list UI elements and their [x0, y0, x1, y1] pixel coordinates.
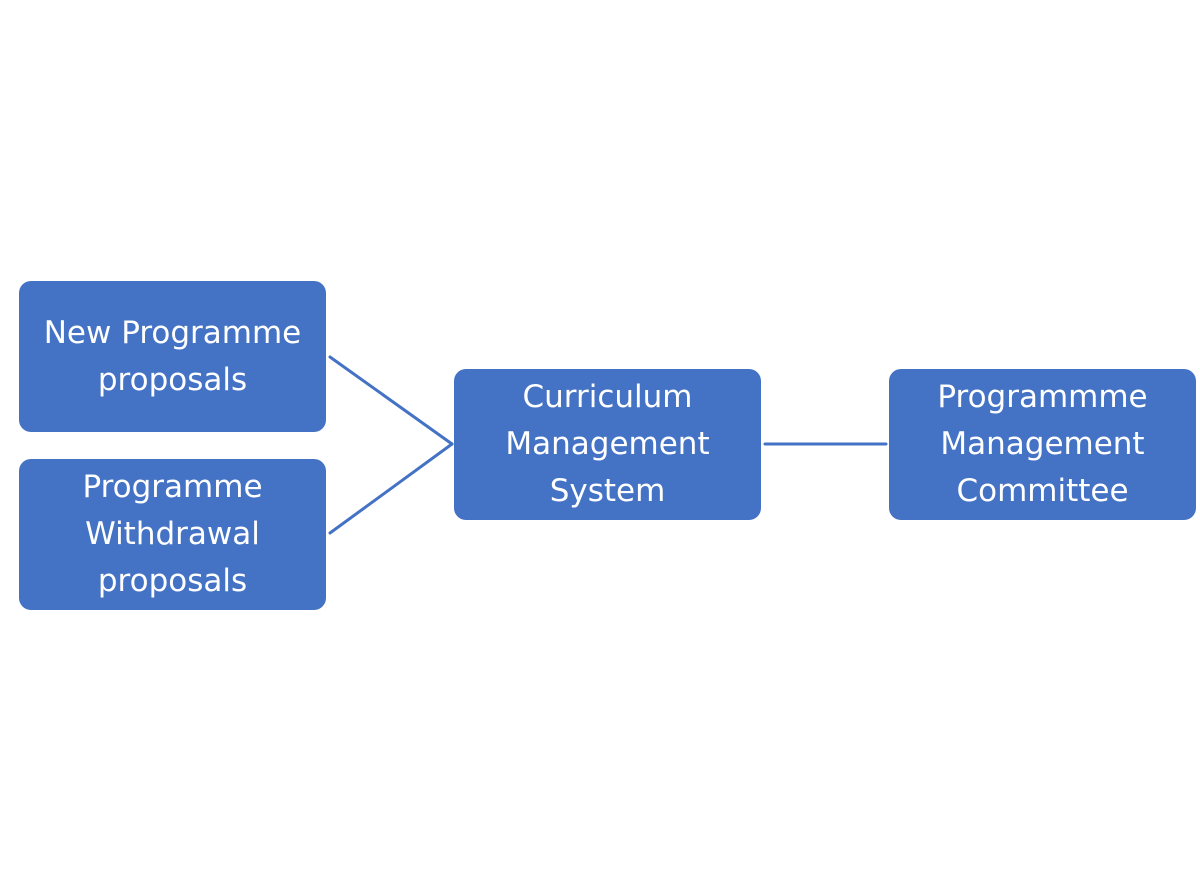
node-label: Curriculum Management System [505, 379, 710, 509]
node-label: New Programme proposals [43, 314, 302, 398]
node-label: Programme Withdrawal proposals [82, 469, 263, 599]
connector-withdrawal-to-cms [328, 442, 454, 535]
node-programme-withdrawal-proposals: Programme Withdrawal proposals [19, 459, 326, 610]
node-programme-management-committee: Programmme Management Committee [889, 369, 1196, 520]
node-label: Programmme Management Committee [937, 379, 1148, 509]
node-new-programme-proposals: New Programme proposals [19, 281, 326, 432]
connector-new-programme-to-cms [328, 355, 454, 446]
node-curriculum-management-system: Curriculum Management System [454, 369, 761, 520]
